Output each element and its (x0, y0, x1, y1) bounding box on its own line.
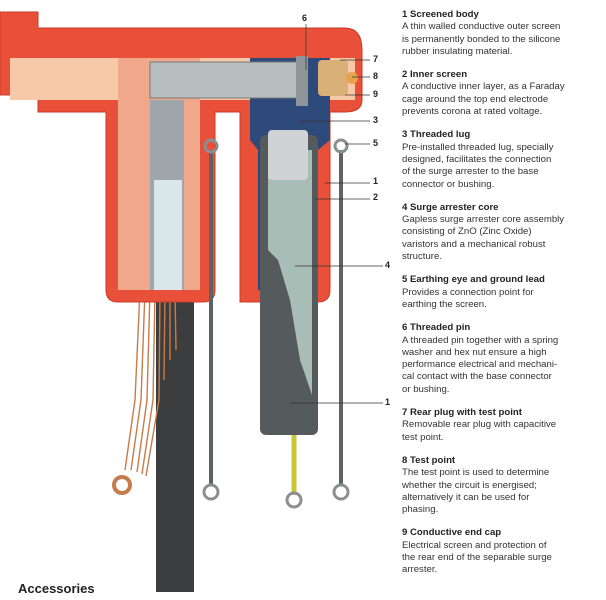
description-line: the rear end of the separable surge (402, 551, 552, 563)
rear-plug (318, 60, 348, 96)
callout-4: 4 (385, 260, 391, 270)
description-line: The test point is used to determine (402, 467, 550, 479)
callout-8: 8 (373, 71, 379, 81)
description-line: connector or bushing. (402, 178, 495, 190)
callout-7: 7 (373, 54, 379, 64)
section-heading: Accessories (18, 581, 95, 596)
copper-wires (124, 289, 177, 477)
description-line: or bushing. (402, 383, 450, 395)
description-line: rubber insulating material. (402, 45, 513, 57)
callout-6: 6 (302, 13, 308, 23)
description-title: 2 Inner screen (402, 69, 468, 81)
connector-barrel (149, 61, 301, 99)
threaded-lug (268, 130, 308, 180)
description-title: 6 Threaded pin (402, 322, 471, 334)
callout-2: 2 (373, 192, 379, 202)
description-title: 4 Surge arrester core (402, 201, 499, 213)
description-title: 5 Earthing eye and ground lead (402, 274, 545, 286)
description-line: Gapless surge arrester core assembly (402, 214, 565, 226)
cable-insulation (154, 180, 182, 290)
arrester-green-layer (268, 150, 312, 395)
description-line: designed, facilitates the connection (402, 153, 552, 165)
description-line: A thin walled conductive outer screen (402, 21, 561, 33)
description-line: cage around the top end electrode (402, 93, 549, 105)
callout-3: 3 (373, 115, 379, 125)
cable-lug-ring (112, 475, 132, 495)
earthing-eye-right (333, 138, 349, 154)
cable-jacket (156, 300, 194, 592)
leader-lines (290, 24, 383, 404)
description-title: 8 Test point (402, 454, 456, 466)
description-line: Electrical screen and protection of (402, 539, 547, 551)
description-line: alternatively it can be used for (402, 491, 530, 503)
description-line: earthing the screen. (402, 298, 487, 310)
test-point (346, 72, 358, 84)
description-line: performance electrical and mechani- (402, 359, 558, 371)
callout-1-lower: 1 (385, 397, 391, 407)
description-title: 3 Threaded lug (402, 129, 471, 141)
description-title: 1 Screened body (402, 9, 479, 20)
description-line: phasing. (402, 504, 439, 516)
earthing-ring-right (332, 483, 350, 501)
description-line: Removable rear plug with capacitive (402, 419, 557, 431)
description-line: cal contact with the base connector (402, 371, 552, 383)
callout-9: 9 (373, 89, 379, 99)
description-line: A threaded pin together with a spring (402, 334, 559, 346)
arrester-lead-ring (285, 491, 303, 509)
description-line: A conductive inner layer, as a Faraday (402, 81, 565, 93)
description-line: whether the circuit is energised; (402, 479, 537, 491)
description-line: consisting of ZnO (Zinc Oxide) (402, 226, 532, 238)
earthing-ring-left (202, 483, 220, 501)
description-line: Provides a connection point for (402, 286, 534, 298)
surge-arrester-cross-section (0, 11, 383, 592)
description-line: of the surge arrester to the base (402, 166, 539, 178)
description-line: washer and hex nut ensure a high (402, 346, 547, 358)
description-line: prevents corona at rated voltage. (402, 106, 543, 118)
description-line: arrester. (402, 564, 438, 576)
description-line: Pre-installed threaded lug, specially (402, 141, 554, 153)
description-line: structure. (402, 251, 442, 263)
description-line: test point. (402, 431, 444, 443)
earthing-eye-left (203, 138, 219, 154)
description-line: is permanently bonded to the silicone (402, 33, 561, 45)
threaded-pin (296, 56, 308, 106)
callout-5: 5 (373, 138, 379, 148)
description-title: 7 Rear plug with test point (402, 407, 522, 419)
callout-1: 1 (373, 176, 379, 186)
description-line: varistors and a mechanical robust (402, 238, 546, 250)
description-title: 9 Conductive end cap (402, 527, 502, 539)
